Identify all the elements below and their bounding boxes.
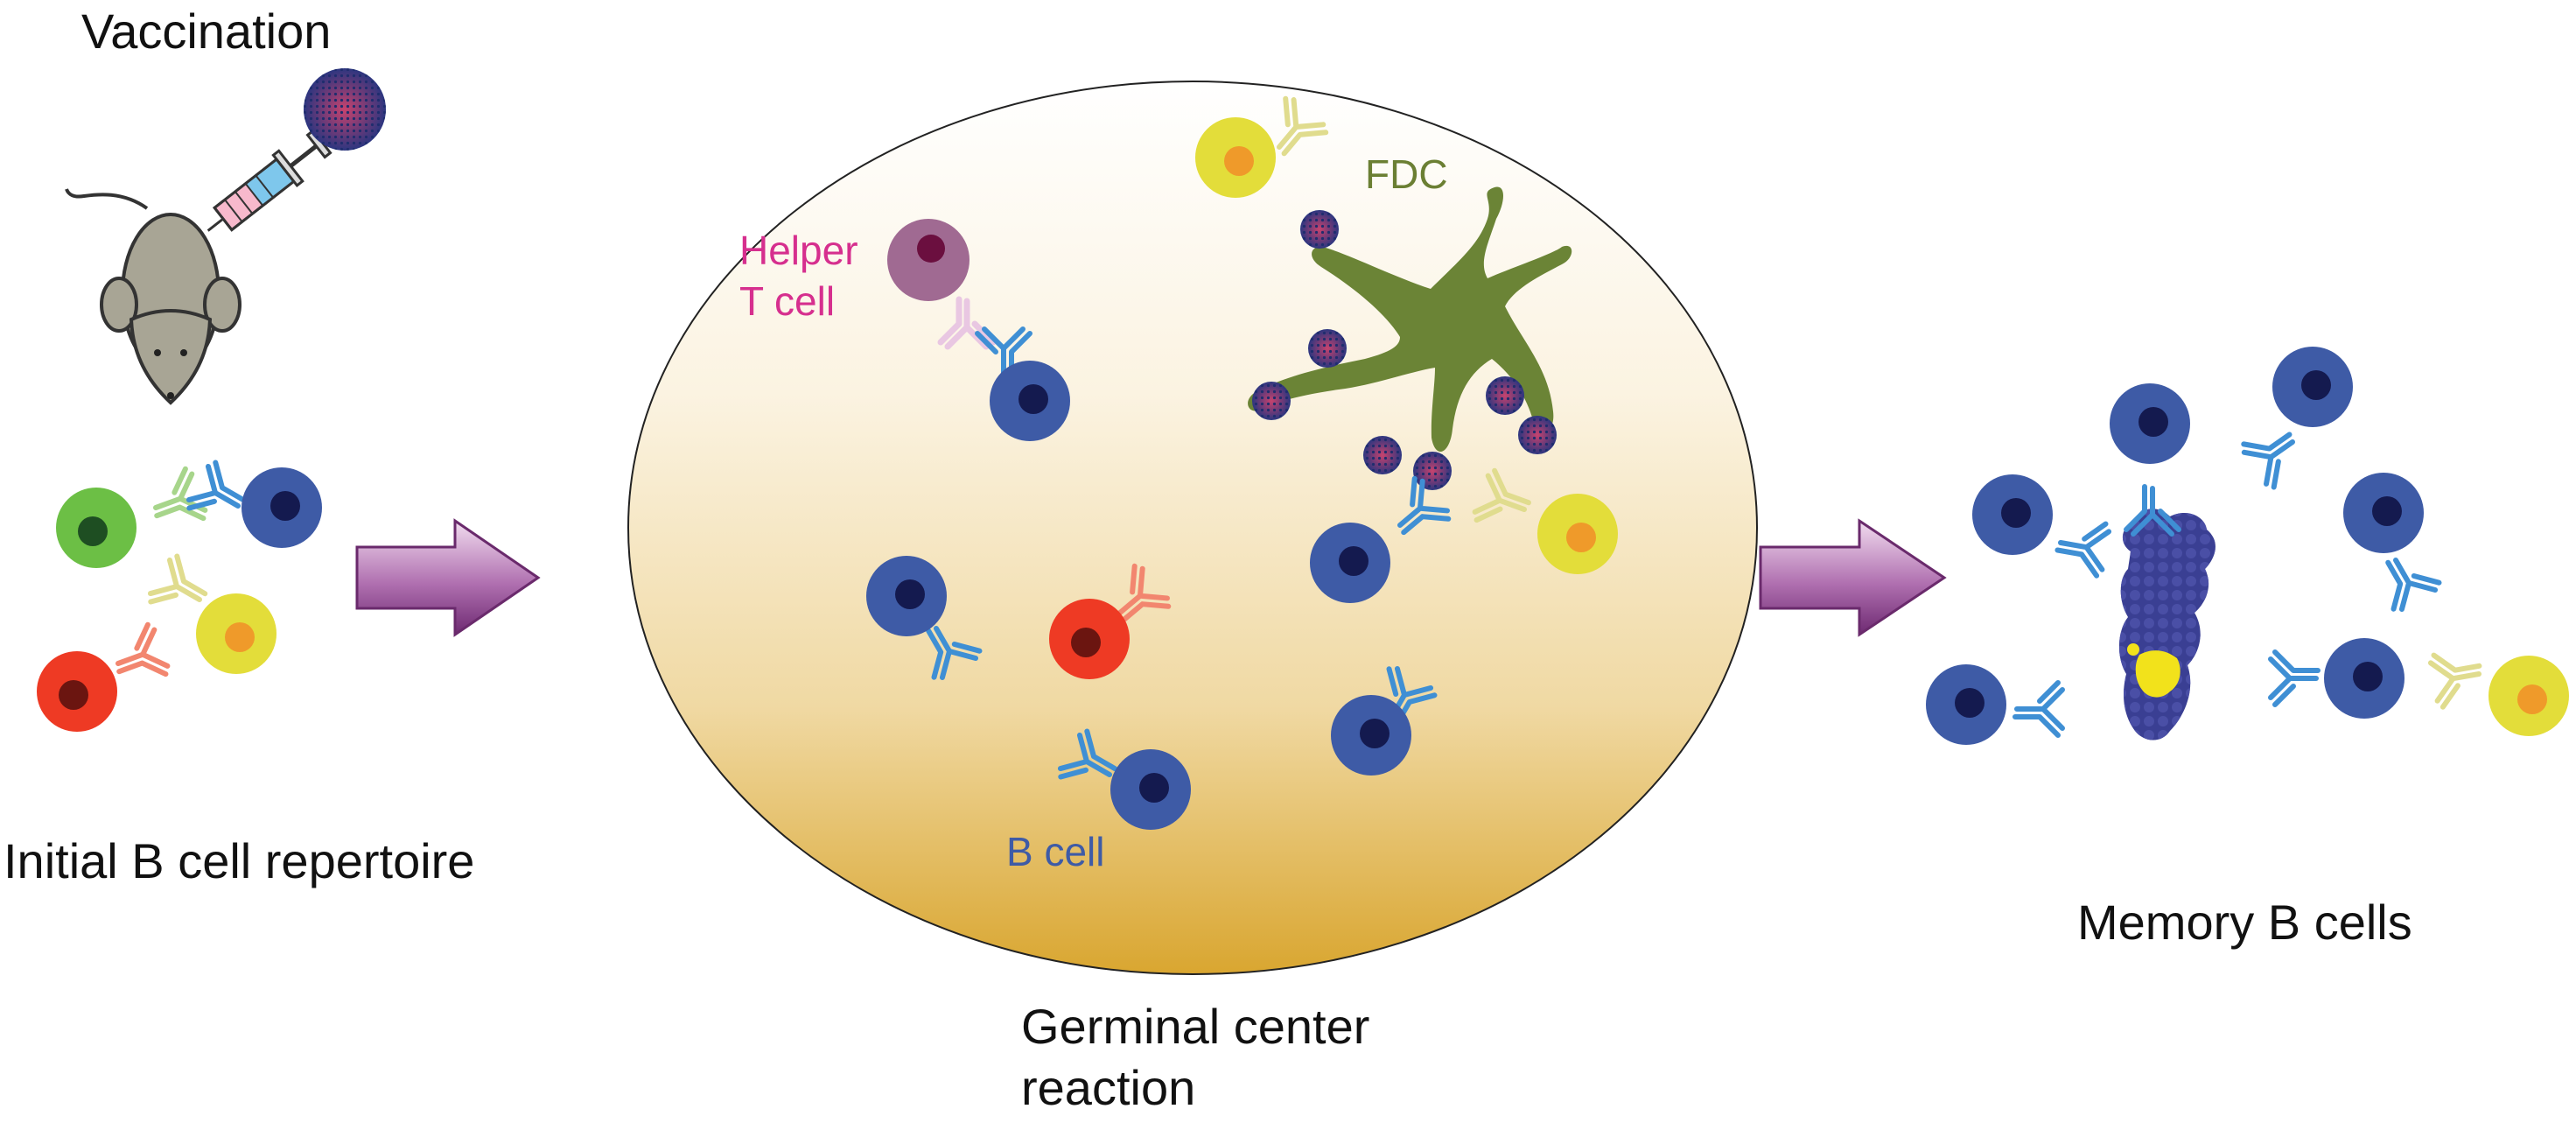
progression-arrow-left xyxy=(355,518,541,637)
memory-b-cells xyxy=(1926,347,2569,745)
antigen-protein-structure xyxy=(2118,509,2216,740)
helper-t-cell-label-line1: Helper xyxy=(739,228,858,273)
fdc-label: FDC xyxy=(1365,151,1448,197)
helper-t-cell-label-line2: T cell xyxy=(739,277,836,324)
initial-repertoire-label: Initial B cell repertoire xyxy=(4,833,475,888)
germinal-center-label: Germinal center reaction xyxy=(1021,996,1369,1119)
syringe-icon xyxy=(206,129,332,232)
vaccination-label: Vaccination xyxy=(81,4,332,59)
fdc-cell-shape xyxy=(1248,186,1572,453)
germinal-center-label-line1: Germinal center xyxy=(1021,999,1370,1054)
vaccination-mouse-illustration xyxy=(65,188,242,405)
progression-arrow-right xyxy=(1759,518,1947,637)
vaccine-particle-icon xyxy=(304,68,386,151)
germinal-center-label-line2: reaction xyxy=(1021,1060,1196,1115)
initial-repertoire-cells xyxy=(37,460,322,732)
helper-t-cell xyxy=(887,219,993,347)
b-cell-label: B cell xyxy=(1006,829,1105,874)
helper-t-cell-label: Helper T cell xyxy=(739,226,858,326)
memory-b-cells-label: Memory B cells xyxy=(2077,895,2412,950)
